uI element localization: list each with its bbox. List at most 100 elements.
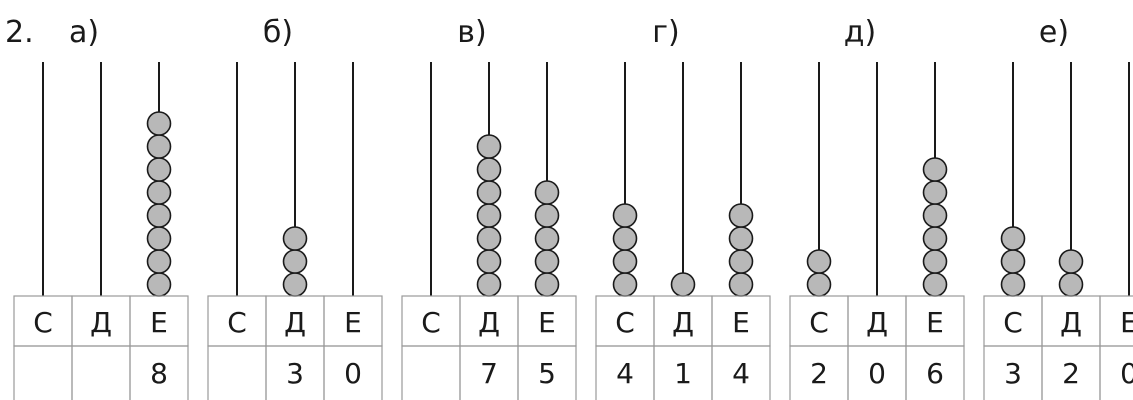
abacus-bead [282, 272, 308, 297]
digit-cell [129, 345, 189, 400]
abacus-bead [146, 226, 172, 251]
digit-cell [71, 345, 131, 400]
column-header: С [421, 306, 441, 339]
abacus-4: г) С 4 Д 1 Е 4 [595, 15, 771, 400]
abacus-bead [728, 249, 754, 274]
column-header: Д [478, 306, 500, 339]
abacus-bead [534, 249, 560, 274]
abacus-bead [922, 272, 948, 297]
abacus-bead [728, 226, 754, 251]
abacus-bead [282, 249, 308, 274]
abacus-bead [806, 272, 832, 297]
column-header: С [227, 306, 247, 339]
abacus-bead [146, 203, 172, 228]
digit-value: 2 [1062, 357, 1080, 390]
abacus-6: е) С 3 Д 2 Е 0 [983, 15, 1133, 400]
abacus-bead [476, 180, 502, 205]
digit-cell [401, 345, 461, 400]
digit-value: 6 [926, 357, 944, 390]
abacus-bead [1000, 272, 1026, 297]
abacus-bead [476, 249, 502, 274]
digit-cell [711, 345, 771, 400]
column-header: Д [866, 306, 888, 339]
digit-cell [207, 345, 267, 400]
abacus-bead [476, 203, 502, 228]
abacus-bead [922, 157, 948, 182]
digit-cell [517, 345, 577, 400]
abacus-bead [612, 226, 638, 251]
abacus-bead [922, 180, 948, 205]
column-header: Е [538, 306, 556, 339]
digit-value: 0 [344, 357, 362, 390]
abacus-label: е) [1039, 15, 1069, 50]
abacus-bead [282, 226, 308, 251]
digit-value: 3 [286, 357, 304, 390]
abacus-bead [728, 203, 754, 228]
abacus-bead [612, 272, 638, 297]
abacus-label: в) [457, 15, 486, 50]
column-header: Е [1120, 306, 1133, 339]
column-header: Е [344, 306, 362, 339]
abacus-bead [534, 203, 560, 228]
abacus-bead [612, 203, 638, 228]
abacus-bead [476, 157, 502, 182]
abacus-bead [1058, 272, 1084, 297]
abacus-bead [1000, 226, 1026, 251]
abacus-bead [146, 157, 172, 182]
abacus-bead [534, 272, 560, 297]
column-header: Е [926, 306, 944, 339]
abacus-bead [670, 272, 696, 297]
column-header: Д [284, 306, 306, 339]
column-header: С [33, 306, 53, 339]
abacus-bead [534, 226, 560, 251]
abacus-label: г) [652, 15, 679, 50]
column-header: Д [1060, 306, 1082, 339]
column-header: С [615, 306, 635, 339]
digit-value: 0 [1120, 357, 1133, 390]
abacus-bead [922, 249, 948, 274]
abacus-bead [534, 180, 560, 205]
abacus-2: б) С Д 3 Е 0 [207, 15, 383, 400]
digit-cell [13, 345, 73, 400]
abacus-bead [146, 272, 172, 297]
digit-value: 8 [150, 357, 168, 390]
digit-value: 1 [674, 357, 692, 390]
column-header: Е [150, 306, 168, 339]
digit-value: 3 [1004, 357, 1022, 390]
digit-value: 5 [538, 357, 556, 390]
column-header: Д [90, 306, 112, 339]
abacus-5: д) С 2 Д 0 Е 6 [789, 15, 965, 400]
digit-cell [1099, 345, 1133, 400]
digit-cell [905, 345, 965, 400]
abacus-label: б) [263, 15, 293, 50]
abacus-bead [922, 226, 948, 251]
digit-value: 7 [480, 357, 498, 390]
abacus-bead [806, 249, 832, 274]
digit-value: 4 [616, 357, 634, 390]
abacus-3: в) С Д 7 Е 5 [401, 15, 577, 400]
abacus-bead [146, 180, 172, 205]
digit-value: 4 [732, 357, 750, 390]
column-header: С [1003, 306, 1023, 339]
column-header: С [809, 306, 829, 339]
abacus-bead [476, 226, 502, 251]
abacus-bead [146, 111, 172, 136]
abacus-bead [146, 134, 172, 159]
abacus-bead [1000, 249, 1026, 274]
digit-value: 2 [810, 357, 828, 390]
digit-value: 0 [868, 357, 886, 390]
column-header: Д [672, 306, 694, 339]
abacus-bead [728, 272, 754, 297]
abacus-bead [146, 249, 172, 274]
abacus-bead [476, 272, 502, 297]
abacus-bead [922, 203, 948, 228]
abacus-label: д) [844, 15, 876, 50]
column-header: Е [732, 306, 750, 339]
abacus-bead [612, 249, 638, 274]
exercise-number: 2. [5, 15, 34, 50]
abacus-bead [476, 134, 502, 159]
digit-cell [323, 345, 383, 400]
